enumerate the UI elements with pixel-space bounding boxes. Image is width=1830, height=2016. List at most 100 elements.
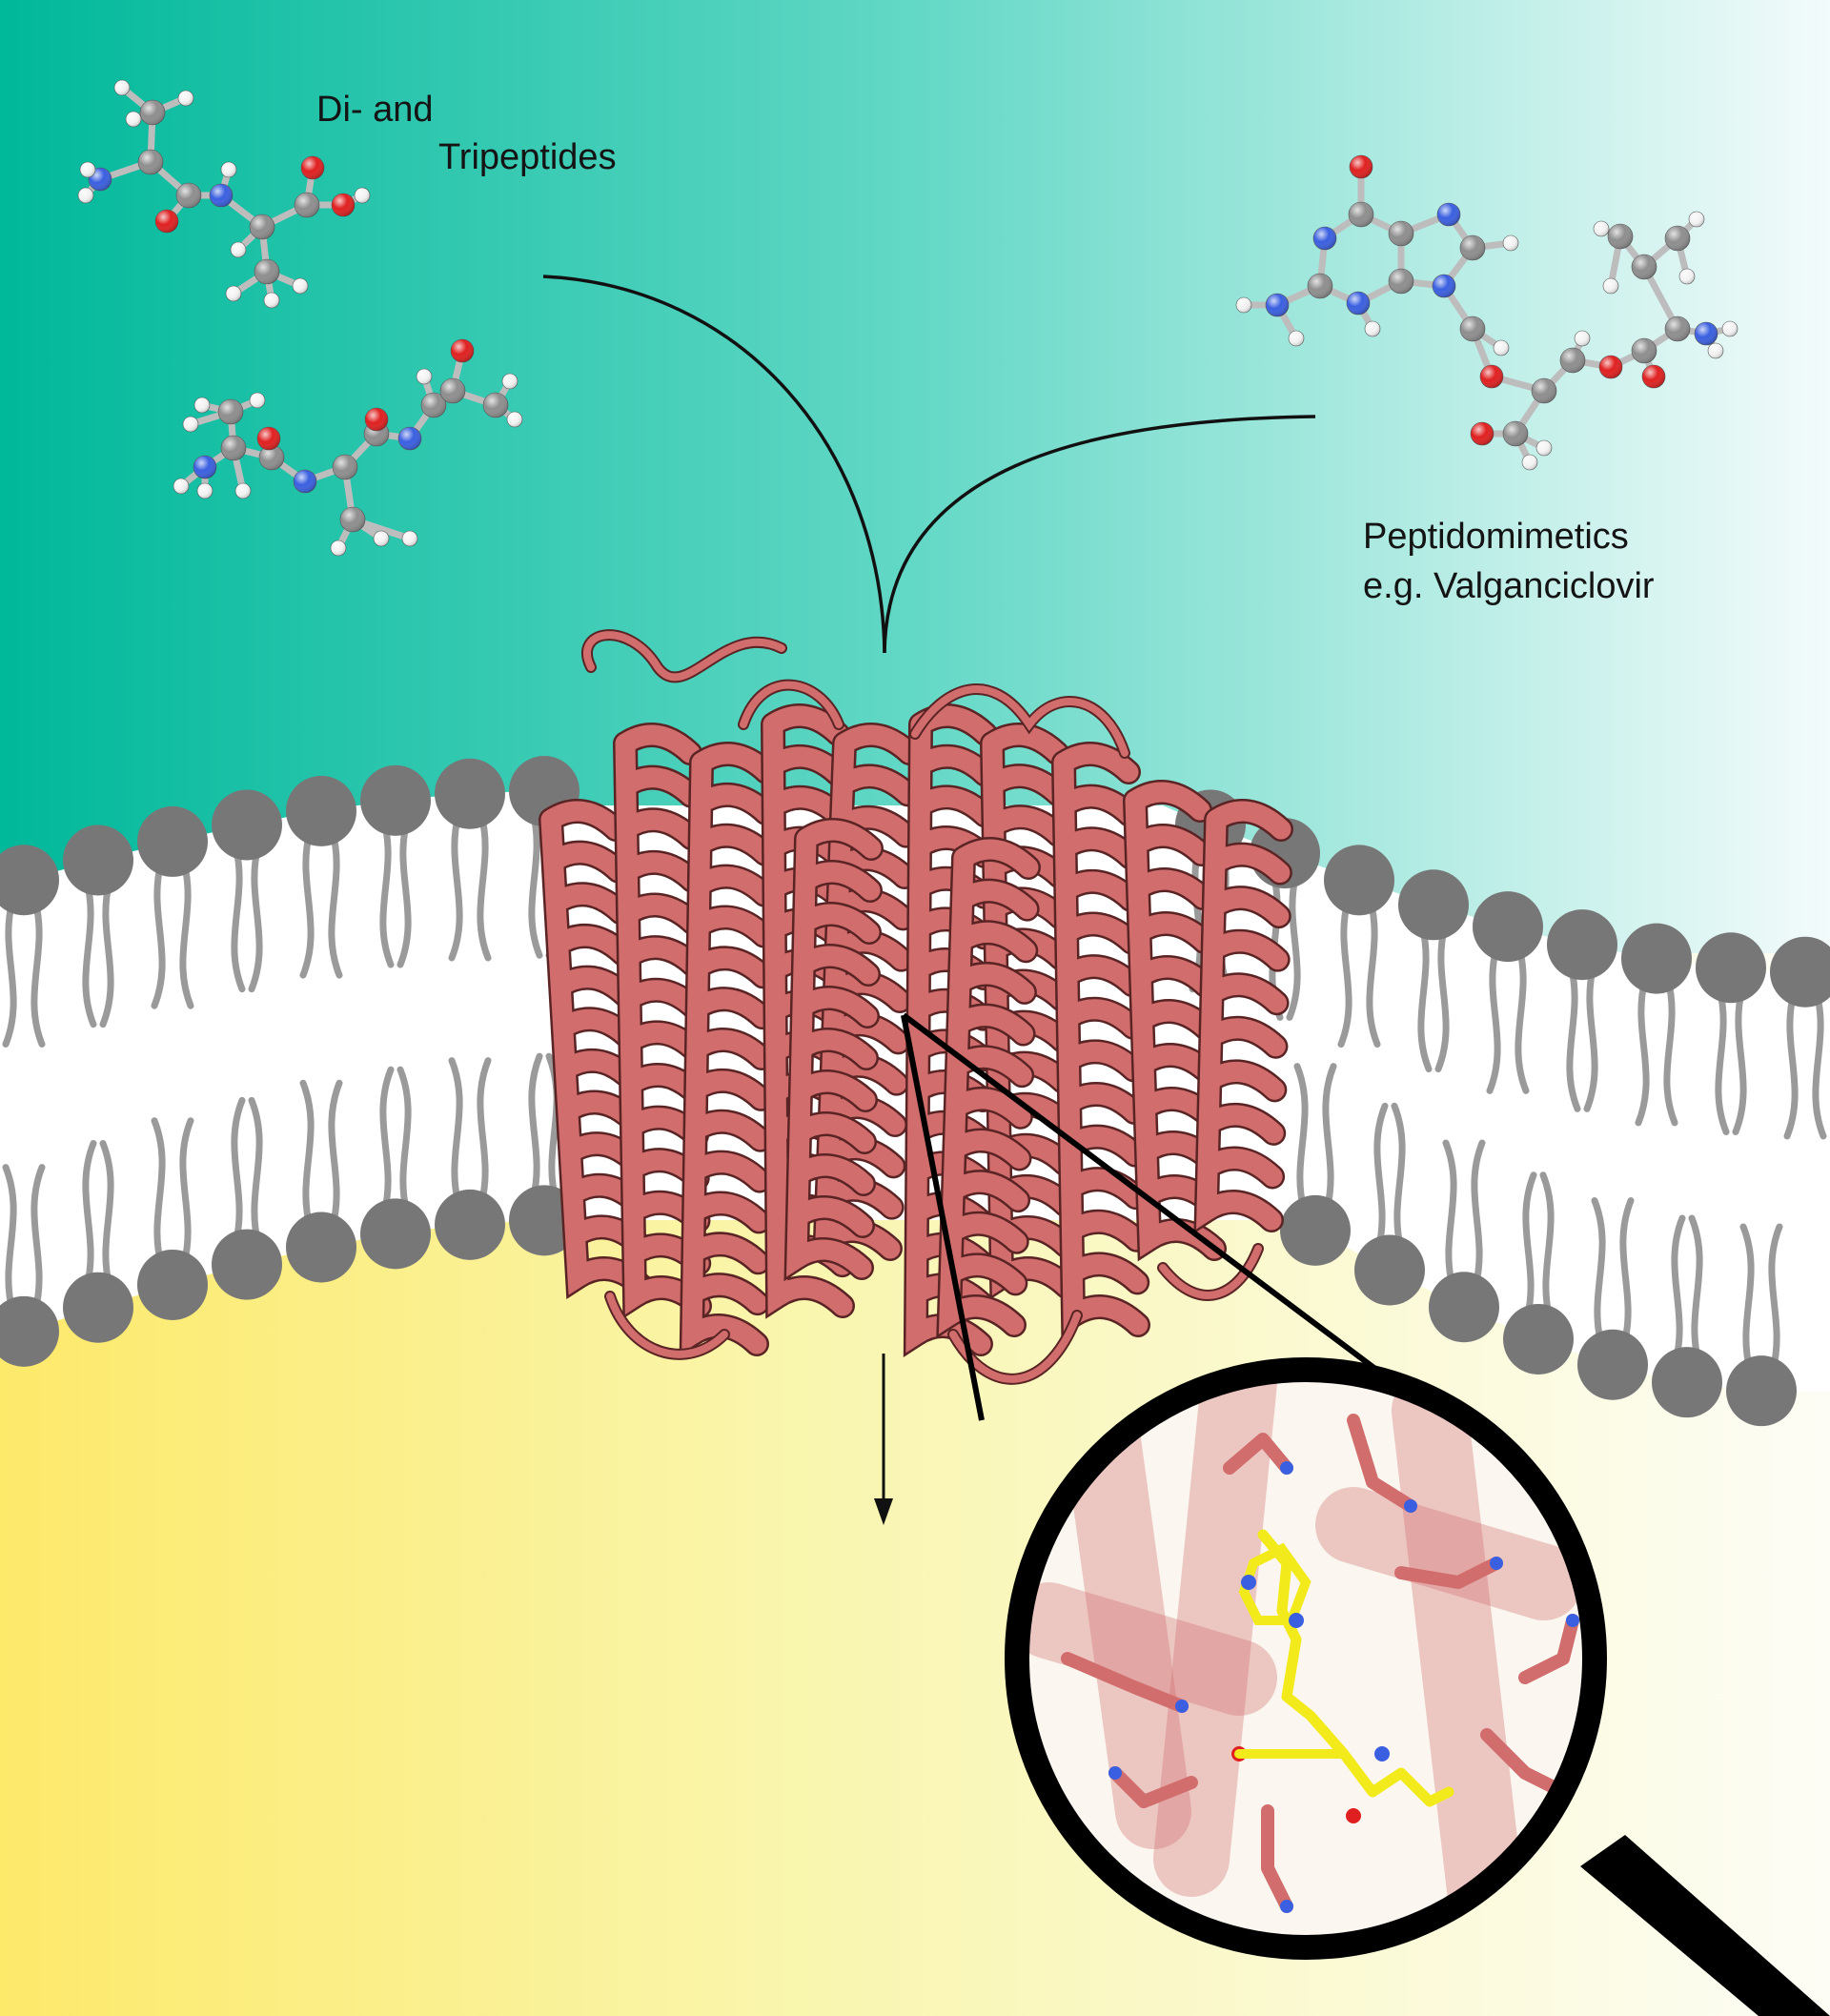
tripeptide-molecule bbox=[173, 338, 523, 557]
magnifier-ring bbox=[1005, 1357, 1607, 1960]
valganciclovir-molecule bbox=[1235, 154, 1738, 471]
atom-shading bbox=[1503, 421, 1528, 446]
lipid-head bbox=[435, 1189, 505, 1260]
lipid-head bbox=[360, 764, 431, 836]
lipid-head bbox=[1324, 845, 1394, 916]
atom-shading bbox=[1642, 365, 1665, 388]
alpha-helix bbox=[1196, 801, 1291, 1231]
peptides-label-line2: Tripeptides bbox=[438, 137, 617, 177]
lipid-head bbox=[1280, 1194, 1351, 1266]
lipid-head bbox=[1354, 1234, 1425, 1306]
lipid-tail bbox=[1715, 985, 1730, 1135]
residue-terminal-atom bbox=[1490, 1557, 1503, 1570]
lipid-tail bbox=[179, 859, 194, 1009]
atom-shading bbox=[114, 80, 130, 95]
atom-shading bbox=[331, 540, 346, 556]
lipid-tail bbox=[1732, 985, 1747, 1135]
alpha-helix bbox=[938, 839, 1039, 1335]
atom-shading bbox=[1632, 255, 1657, 279]
atom-shading bbox=[1575, 331, 1590, 346]
lipid-head bbox=[1726, 1355, 1797, 1427]
atom-shading bbox=[1708, 343, 1723, 358]
lipid-head bbox=[1429, 1272, 1499, 1343]
atom-shading bbox=[250, 214, 274, 239]
atom-shading bbox=[221, 162, 236, 177]
lipid-head bbox=[212, 1229, 282, 1300]
lipid-head bbox=[63, 1272, 133, 1343]
lipid-head bbox=[1547, 909, 1617, 981]
protein-loop bbox=[911, 685, 1128, 757]
lipid-tail bbox=[1583, 962, 1598, 1112]
lipid-tail bbox=[151, 1117, 166, 1268]
atom-shading bbox=[332, 193, 355, 216]
lipid-tail bbox=[379, 1066, 395, 1216]
atom-shading bbox=[1608, 224, 1633, 249]
background-helix bbox=[1392, 1373, 1525, 1945]
alpha-helix bbox=[615, 724, 710, 1316]
lipid-tail bbox=[1337, 898, 1352, 1049]
atom-shading bbox=[221, 436, 246, 460]
atom-shading bbox=[226, 286, 241, 301]
atom-shading bbox=[295, 193, 319, 217]
atom-shading bbox=[1494, 340, 1509, 356]
protein-loop bbox=[740, 681, 843, 728]
lipid-tail bbox=[1434, 922, 1450, 1072]
atom-shading bbox=[254, 259, 279, 284]
lipid-tail bbox=[1783, 989, 1799, 1140]
atom-shading bbox=[1689, 212, 1704, 227]
binding-site-inset bbox=[1020, 1373, 1592, 1945]
lipid-tail bbox=[477, 1057, 492, 1208]
lipid-tail bbox=[2, 1164, 17, 1314]
lipid-head bbox=[1398, 869, 1469, 941]
alpha-helix bbox=[786, 820, 882, 1278]
residue-terminal-atom bbox=[1404, 1499, 1417, 1513]
lipid-tail bbox=[82, 878, 97, 1028]
atom-shading bbox=[173, 479, 189, 494]
atom-shading bbox=[1389, 269, 1413, 294]
lipid-tail bbox=[528, 808, 543, 959]
ligand-heteroatom bbox=[1374, 1746, 1390, 1761]
atom-shading bbox=[333, 455, 357, 479]
atom-shading bbox=[1532, 378, 1556, 403]
atom-shading bbox=[507, 412, 522, 427]
atom-shading bbox=[210, 184, 233, 207]
alpha-helix bbox=[1053, 743, 1149, 1335]
lipid-tail bbox=[299, 1079, 315, 1230]
residue-stick bbox=[1480, 1728, 1570, 1799]
lipid-head bbox=[137, 1249, 208, 1320]
residue-stick bbox=[1347, 1414, 1417, 1513]
atom-shading bbox=[417, 369, 432, 384]
atom-shading bbox=[1722, 321, 1738, 336]
atom-shading bbox=[440, 378, 465, 403]
mimetics-label-line1: Peptidomimetics bbox=[1363, 517, 1629, 557]
atom-shading bbox=[294, 470, 316, 493]
protein-loop bbox=[1159, 1245, 1262, 1299]
residue-terminal-atom bbox=[1566, 1614, 1579, 1627]
substrate-path-left bbox=[542, 275, 886, 654]
alpha-helix bbox=[681, 743, 777, 1354]
atom-shading bbox=[1266, 294, 1289, 316]
atom-shading bbox=[140, 100, 165, 125]
lipid-tail bbox=[1373, 1102, 1389, 1252]
atom-shading bbox=[197, 483, 213, 499]
zoom-line-right bbox=[902, 1012, 1408, 1395]
lipid-head bbox=[435, 758, 505, 829]
lipid-tail bbox=[1286, 870, 1301, 1021]
atom-shading bbox=[451, 339, 474, 362]
residue-stick bbox=[1108, 1766, 1198, 1808]
atom-shading bbox=[78, 188, 93, 203]
atom-shading bbox=[1349, 202, 1373, 227]
background-helix bbox=[1315, 1487, 1582, 1620]
lipid-head bbox=[1577, 1329, 1648, 1400]
atom-shading bbox=[1599, 356, 1622, 378]
atom-shading bbox=[1437, 203, 1460, 226]
residue-terminal-atom bbox=[1175, 1700, 1189, 1713]
lipid-tail bbox=[528, 1052, 543, 1203]
atom-shading bbox=[502, 374, 518, 389]
lipid-tail bbox=[248, 843, 263, 993]
residue-terminal-atom bbox=[1108, 1766, 1122, 1780]
transport-arrow bbox=[874, 1354, 893, 1525]
atom-shading bbox=[1522, 455, 1537, 470]
